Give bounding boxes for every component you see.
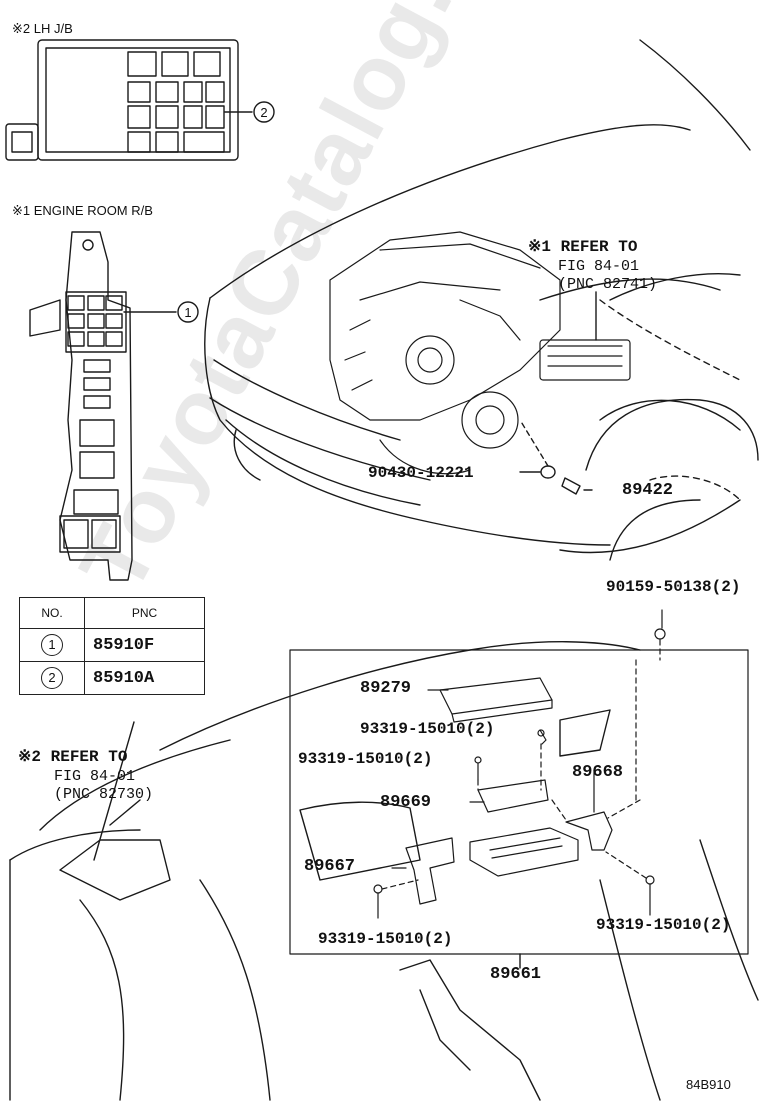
callout-1-number: 1 — [184, 305, 192, 320]
part-90430-label[interactable]: 90430-12221 — [368, 464, 474, 482]
car-front-outline — [204, 39, 759, 561]
part-89279-label[interactable]: 89279 — [360, 679, 412, 698]
pnc-table-cell-pnc[interactable]: 85910F — [84, 628, 205, 662]
pnc-table-cell-pnc[interactable]: 85910A — [84, 661, 205, 695]
part-93319-label-c[interactable]: 93319-15010(2) — [318, 930, 453, 948]
pnc-table-cell-no: 1 — [19, 628, 85, 662]
engine-drawing — [329, 231, 631, 475]
refer2-fig[interactable]: FIG 84-01 — [54, 768, 136, 785]
part-89669-label[interactable]: 89669 — [380, 793, 432, 812]
part-93319-label-a[interactable]: 93319-15010(2) — [360, 720, 495, 738]
sensor-89422-drawing — [519, 419, 593, 495]
refer1-mark: ※1 REFER TO — [528, 238, 637, 256]
refer1-mark-text: ※1 — [528, 238, 552, 256]
parts-frame — [289, 649, 749, 955]
refer1-fig[interactable]: FIG 84-01 — [558, 258, 640, 275]
part-89667-label[interactable]: 89667 — [304, 857, 356, 876]
part-93319-label-b[interactable]: 93319-15010(2) — [298, 750, 433, 768]
engine-room-relay-block-label: ※1 ENGINE ROOM R/B — [12, 203, 153, 218]
part-89422-label[interactable]: 89422 — [622, 481, 674, 500]
refer2-title: REFER TO — [50, 748, 128, 766]
callout-2-number: 2 — [260, 105, 268, 120]
part-89668-label[interactable]: 89668 — [572, 763, 624, 782]
lh-junction-block-label: ※2 LH J/B — [12, 21, 73, 36]
engine-room-relay-block-drawing — [29, 231, 199, 581]
refer1-pnc: (PNC 82741) — [558, 276, 658, 293]
part-93319-label-d[interactable]: 93319-15010(2) — [596, 916, 731, 934]
pnc-table: NO. PNC 1 85910F 2 85910A — [19, 597, 205, 695]
pnc-table-cell-no: 2 — [19, 661, 85, 695]
pnc-table-header-row: NO. PNC — [19, 597, 205, 629]
refer2-pnc: (PNC 82730) — [54, 786, 154, 803]
lh-junction-block-drawing — [5, 39, 275, 161]
row-number-circle: 1 — [41, 634, 63, 656]
figure-code: 84B910 — [686, 1077, 731, 1092]
pnc-table-header-pnc: PNC — [84, 597, 205, 629]
part-90159-label[interactable]: 90159-50138(2) — [606, 578, 741, 596]
row-number-circle: 2 — [41, 667, 63, 689]
part-89661-label[interactable]: 89661 — [490, 965, 542, 984]
table-row: 2 85910A — [19, 661, 205, 695]
dashboard-outline — [9, 641, 759, 1101]
refer2-mark: ※2 REFER TO — [18, 748, 127, 766]
parts-inside-frame — [373, 609, 666, 919]
refer1-title: REFER TO — [560, 238, 638, 256]
refer2-mark-text: ※2 — [18, 748, 42, 766]
pnc-table-header-no: NO. — [19, 597, 85, 629]
table-row: 1 85910F — [19, 628, 205, 662]
